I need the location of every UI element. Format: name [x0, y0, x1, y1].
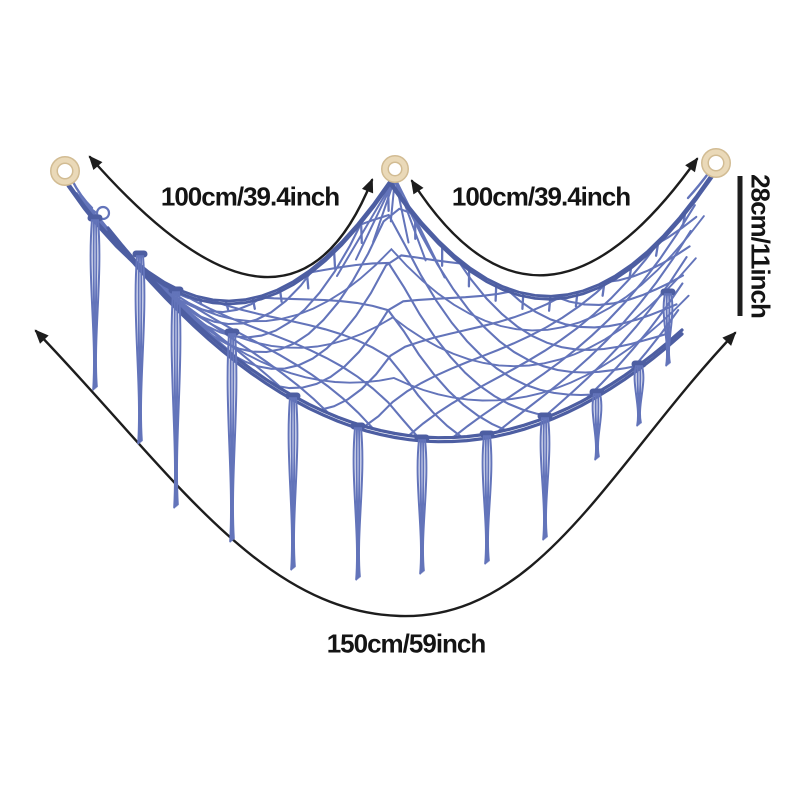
dimension-label-side: 28cm/11inch: [745, 174, 776, 318]
width-arrow-right: [410, 157, 699, 277]
wooden-ring-right: [701, 148, 731, 178]
net-edges: [66, 172, 714, 444]
dimension-label-top-left: 100cm/39.4inch: [160, 181, 340, 212]
dimension-arrows: [34, 155, 743, 618]
ring-body: [702, 149, 730, 177]
width-arrow-left: [88, 155, 374, 279]
fringe-tassels: [87, 214, 676, 581]
ring-body: [382, 156, 408, 182]
wooden-ring-left: [50, 156, 80, 186]
dimension-label-top-right: 100cm/39.4inch: [451, 181, 631, 212]
dimension-label-bottom: 150cm/59inch: [326, 628, 487, 659]
length-arrow-bottom: [34, 329, 737, 618]
wooden-ring-middle: [381, 155, 409, 183]
ring-body: [51, 157, 79, 185]
